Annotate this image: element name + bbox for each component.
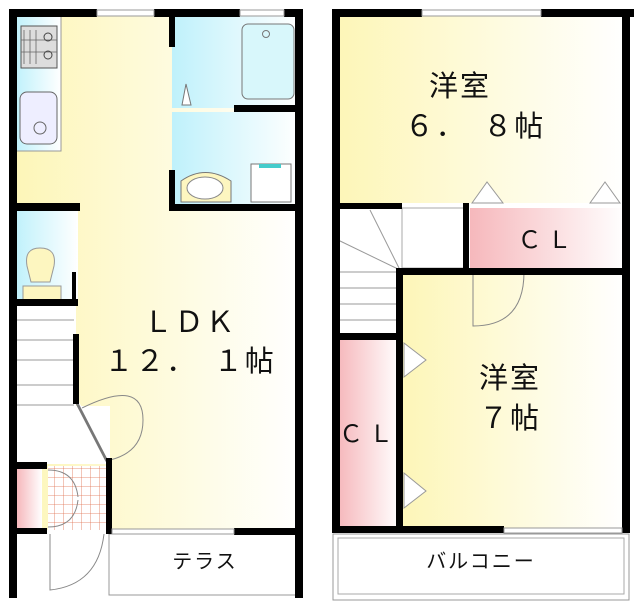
toilet-icon bbox=[26, 247, 55, 283]
room-lower-label: 洋室 bbox=[478, 361, 541, 395]
room-upper-label: 洋室 bbox=[428, 69, 491, 103]
closet-left bbox=[338, 340, 400, 529]
bathtub-icon bbox=[241, 23, 295, 100]
terrace bbox=[108, 533, 300, 596]
room-lower bbox=[402, 272, 625, 529]
balcony bbox=[332, 533, 630, 601]
sink-icon bbox=[19, 91, 58, 145]
balcony-label: バルコニー bbox=[426, 549, 536, 573]
room-upper bbox=[338, 15, 625, 203]
stove-icon bbox=[20, 25, 58, 69]
ldk-size: １２． １帖 bbox=[104, 344, 276, 378]
shoe-closet bbox=[17, 466, 42, 530]
floor2 bbox=[332, 9, 634, 601]
ldk-label: ＬＤＫ bbox=[143, 305, 237, 339]
floor1 bbox=[9, 9, 303, 598]
closet-upper bbox=[470, 208, 625, 268]
room-upper-size: ６． ８帖 bbox=[404, 109, 546, 143]
closet-upper-label: ＣＬ bbox=[517, 226, 578, 254]
room-lower-size: ７帖 bbox=[478, 401, 541, 435]
entrance-tile bbox=[48, 466, 106, 530]
terrace-label: テラス bbox=[172, 549, 238, 573]
closet-left-label: ＣＬ bbox=[339, 420, 399, 448]
washing-machine-icon bbox=[250, 163, 292, 203]
